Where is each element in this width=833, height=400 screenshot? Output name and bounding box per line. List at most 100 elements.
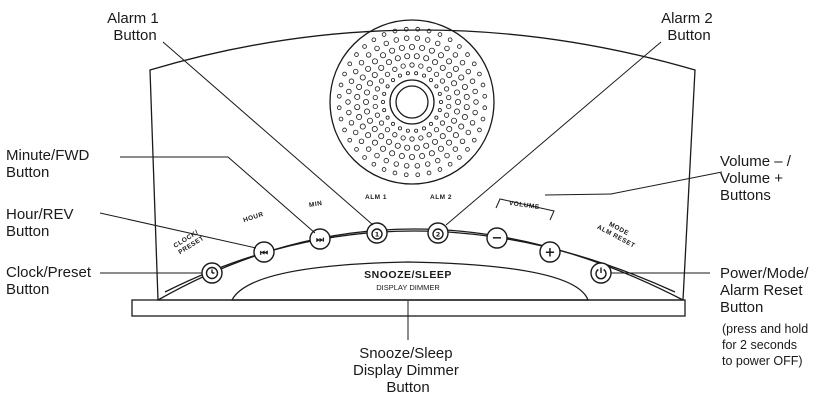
grille-hole (391, 121, 396, 126)
grille-hole (419, 44, 426, 51)
grille-hole (409, 62, 415, 68)
grille-hole (426, 28, 432, 34)
grille-hole (459, 138, 466, 145)
grille-hole (354, 104, 361, 111)
grille-hole (348, 78, 355, 84)
grille-hole (371, 58, 378, 65)
grille-hole (358, 59, 365, 66)
grille-hole (371, 161, 377, 167)
grille-hole (380, 145, 387, 152)
grille-hole (403, 172, 409, 178)
callout-volume: Volume – / Volume + Buttons (720, 153, 795, 204)
grille-hole (471, 61, 477, 67)
minus-icon: − (492, 231, 503, 246)
alarm-1-button[interactable]: 1 (366, 222, 388, 244)
grille-hole (393, 37, 399, 43)
grille-hole (428, 78, 433, 83)
grille-hole (380, 100, 385, 105)
grille-hole (389, 47, 396, 54)
grille-hole (447, 161, 453, 167)
grille-hole (362, 99, 369, 106)
grille-hole (446, 139, 453, 146)
grille-hole (381, 32, 387, 37)
grille-hole (354, 52, 359, 57)
hour-rev-button[interactable]: ⏮ (253, 241, 275, 263)
grille-hole (371, 37, 377, 43)
grille-hole (437, 108, 442, 113)
grille-hole (409, 136, 415, 142)
volume-down-button[interactable]: − (486, 227, 508, 249)
grille-hole (446, 126, 453, 133)
grille-hole (431, 138, 438, 145)
grille-hole (480, 82, 486, 88)
grille-hole (397, 126, 402, 131)
grille-hole (457, 44, 462, 49)
grille-hole (444, 152, 450, 159)
grille-hole (378, 78, 385, 84)
grille-hole (451, 80, 458, 87)
grille-hole (438, 100, 443, 105)
grille-hole (443, 86, 450, 92)
grille-hole (382, 108, 387, 113)
grille-hole (439, 133, 446, 140)
grille-hole (398, 153, 405, 160)
grille-hole (338, 116, 344, 122)
callout-clock: Clock/Preset Button (6, 264, 95, 298)
grille-hole (454, 99, 461, 106)
minute-fwd-button[interactable]: ⏭ (309, 228, 331, 250)
grille-hole (356, 114, 363, 121)
volume-bracket (495, 198, 555, 221)
grille-hole (354, 93, 361, 100)
grille-hole (371, 126, 378, 133)
grille-hole (378, 133, 385, 140)
grille-hole (364, 89, 371, 96)
grille-hole (392, 28, 398, 34)
speaker-center (389, 79, 435, 125)
grille-hole (403, 26, 409, 32)
grille-hole (437, 91, 442, 96)
grille-hole (437, 145, 444, 152)
callout-alarm1: Alarm 1 Button (107, 10, 163, 44)
grille-hole (457, 155, 462, 160)
grille-hole (394, 55, 401, 62)
grille-hole (384, 127, 391, 133)
grille-hole (366, 117, 373, 124)
grille-hole (463, 104, 470, 111)
grille-hole (434, 84, 439, 89)
grille-hole (372, 103, 378, 110)
grille-hole (452, 52, 459, 58)
grille-hole (461, 83, 468, 90)
volume-up-button[interactable]: + (539, 241, 561, 263)
grille-hole (469, 120, 476, 126)
grille-hole (415, 172, 421, 178)
grille-hole (385, 84, 390, 89)
grille-hole (354, 147, 359, 152)
grille-hole (426, 66, 432, 72)
snooze-bar[interactable] (230, 261, 589, 301)
alarm-2-button[interactable]: 2 (427, 222, 449, 244)
callout-power: Power/Mode/ Alarm Reset Button (720, 265, 813, 316)
grille-hole (431, 59, 438, 66)
grille-hole (372, 94, 378, 101)
grille-hole (408, 44, 415, 51)
grille-hole (362, 44, 367, 49)
panel-labels: CLOCK/ PRESET HOUR MIN ALM 1 ALM 2 VOLUM… (173, 194, 637, 256)
panel-label-hour: HOUR (242, 211, 264, 224)
grille-hole (384, 71, 391, 77)
power-mode-button[interactable] (590, 262, 612, 284)
callout-snooze: Snooze/Sleep Display Dimmer Button (353, 345, 463, 396)
grille-hole (389, 150, 396, 157)
clock-preset-button[interactable] (201, 262, 223, 284)
grille-hole (414, 71, 419, 76)
grille-hole (413, 53, 420, 60)
panel-label-alm1: ALM 1 (365, 194, 387, 201)
grille-hole (356, 83, 363, 90)
grille-hole (452, 65, 459, 72)
grille-hole (443, 112, 450, 118)
grille-hole (452, 146, 459, 152)
grille-hole (392, 170, 398, 176)
grille-hole (434, 115, 439, 120)
plus-icon: + (545, 246, 556, 261)
grille-hole (439, 78, 446, 84)
grille-hole (392, 132, 398, 138)
